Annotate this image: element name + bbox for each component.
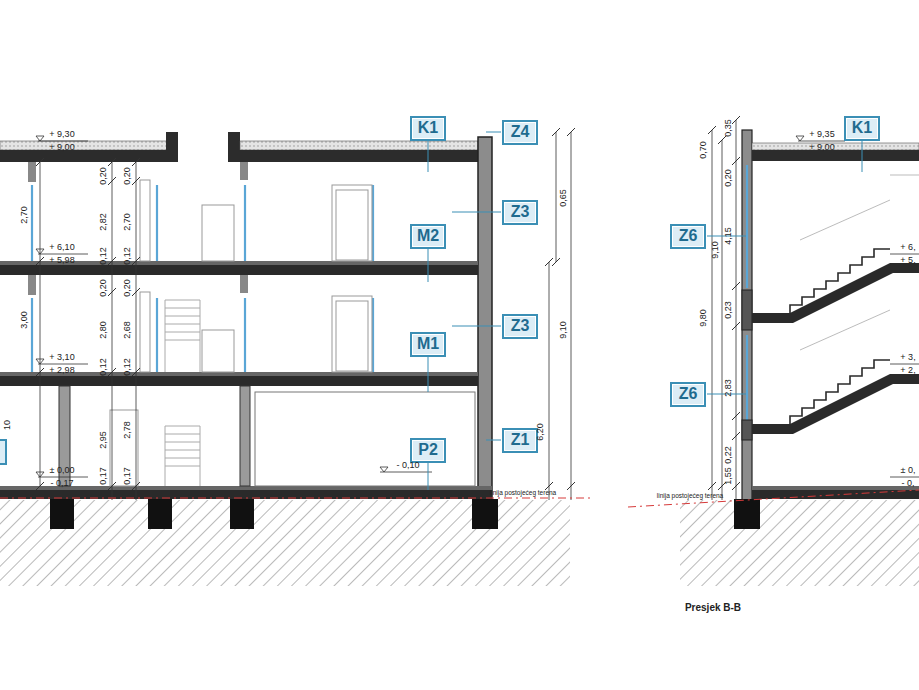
callout-code: K1 — [418, 120, 438, 136]
dimension-text: 9,10 — [711, 241, 720, 259]
callout-box: P2 — [410, 438, 446, 463]
ground-hatch — [0, 500, 570, 586]
dimension-text: 2,80 — [99, 321, 108, 339]
dimension-text: 0,20 — [99, 167, 108, 185]
level-text: - 0, — [901, 479, 914, 488]
level-text: + 2,98 — [49, 366, 74, 375]
callout-code: M1 — [417, 336, 439, 352]
callout-code: Z3 — [511, 318, 530, 334]
level-text: + 6,10 — [49, 243, 74, 252]
level-text: linija postojećeg terena — [490, 490, 557, 497]
callout-code: Z4 — [511, 124, 530, 140]
callout-box: Z4 — [502, 120, 538, 145]
callout-code: Z6 — [679, 228, 698, 244]
dimension-text: 0,20 — [123, 279, 132, 297]
dimension-text: 0,20 — [123, 167, 132, 185]
dimension-text: 0,17 — [99, 467, 108, 485]
level-text: + 6, — [900, 243, 915, 252]
dimension-text: 2,78 — [123, 421, 132, 439]
callout-code: Z3 — [511, 204, 530, 220]
dimension-text: 0,35 — [724, 119, 733, 137]
callout-code: K1 — [852, 120, 872, 136]
dimension-text: 2,83 — [724, 379, 733, 397]
callout-code: P2 — [418, 442, 438, 458]
dimension-text: 2,70 — [123, 213, 132, 231]
callout-box: K1 — [844, 116, 880, 141]
dimension-text: 0,20 — [724, 169, 733, 187]
callout-box: K1 — [410, 116, 446, 141]
dimension-text: 2,68 — [123, 321, 132, 339]
callout-box: Z3 — [502, 314, 538, 339]
dimension-text: 0,65 — [559, 189, 568, 207]
callout-code: Z6 — [679, 386, 698, 402]
dimension-text: 0,12 — [123, 358, 132, 376]
dimension-text: 2,82 — [99, 213, 108, 231]
dimension-text: 0,22 — [724, 446, 733, 464]
level-text: - 0,10 — [396, 461, 419, 470]
callout-code: Z1 — [511, 432, 530, 448]
dimension-text: 2,95 — [99, 431, 108, 449]
dimension-text: 0,23 — [724, 301, 733, 319]
level-text: + 9,30 — [49, 130, 74, 139]
dimension-text: 6,20 — [536, 423, 545, 441]
dimension-text: 0,20 — [99, 279, 108, 297]
dimension-text: 9,10 — [559, 321, 568, 339]
level-text: + 2, — [900, 366, 915, 375]
callout-box: Z3 — [502, 200, 538, 225]
level-text: + 9,00 — [809, 143, 834, 152]
dimension-text: 2,70 — [20, 206, 29, 224]
callout-box: M2 — [410, 224, 446, 249]
callout-box: Z1 — [502, 428, 538, 453]
level-text: + 5,98 — [49, 256, 74, 265]
level-text: ± 0, — [901, 466, 916, 475]
callout-code: M2 — [417, 228, 439, 244]
dimension-text: 3,00 — [20, 311, 29, 329]
dimension-text: 0,12 — [99, 247, 108, 265]
level-text: - 0,17 — [50, 479, 73, 488]
callout-box: M1 — [410, 332, 446, 357]
level-text: + 9,00 — [49, 143, 74, 152]
dimension-text: 10 — [2, 420, 11, 430]
section-title: Presjek B-B — [685, 603, 741, 613]
level-text: + 5, — [900, 256, 915, 265]
dimension-text: 0,12 — [99, 358, 108, 376]
level-text: linija postojećeg terena — [657, 493, 724, 500]
dimension-text: 4,15 — [724, 227, 733, 245]
dimension-text: 9,80 — [699, 309, 708, 327]
dimension-text: 0,70 — [699, 141, 708, 159]
level-text: + 3,10 — [49, 353, 74, 362]
dimension-text: 0,12 — [123, 247, 132, 265]
callout-box: Z6 — [670, 382, 706, 407]
dimension-text: 1,55 — [724, 467, 733, 485]
level-text: ± 0,00 — [50, 466, 75, 475]
dimension-text: 0,17 — [123, 467, 132, 485]
level-text: + 9,35 — [809, 130, 834, 139]
callout-box: Z6 — [670, 224, 706, 249]
level-text: + 3, — [900, 353, 915, 362]
